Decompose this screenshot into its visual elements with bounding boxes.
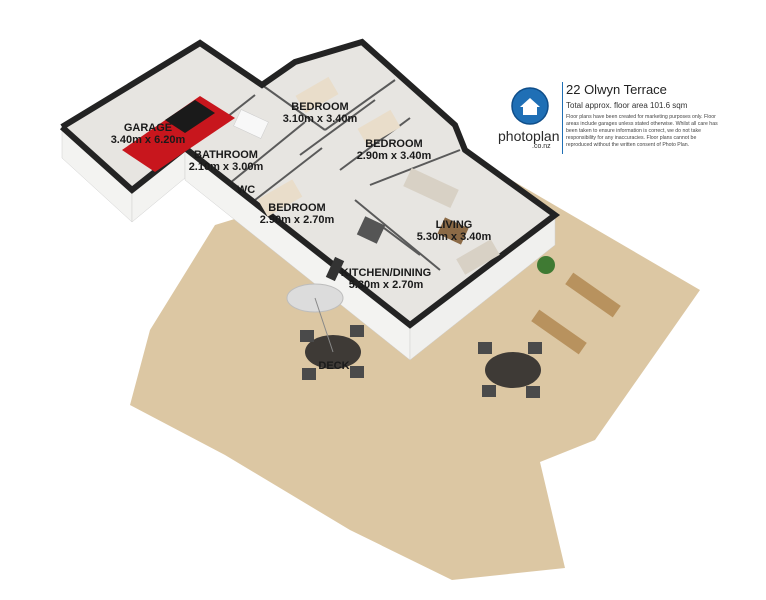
header-divider — [562, 82, 563, 154]
garage-label: GARAGE — [124, 122, 172, 134]
kitchen-label: KITCHEN/DINING — [341, 267, 431, 279]
bench — [565, 272, 621, 318]
wc-label: WC — [237, 184, 255, 196]
bathroom-label: BATHROOM — [194, 149, 258, 161]
house-icon — [511, 87, 549, 125]
car — [122, 96, 235, 172]
disclaimer-text: Floor plans have been created for market… — [566, 114, 718, 148]
floor-area: Total approx. floor area 101.6 sqm — [566, 101, 688, 110]
living-size: 5.30m x 3.40m — [417, 231, 492, 243]
furniture — [233, 76, 500, 282]
deck-label: DECK — [318, 360, 349, 372]
plant — [537, 256, 555, 274]
logo-wordmark: photoplan — [498, 128, 560, 144]
bedroom1-label: BEDROOM — [291, 101, 348, 113]
living-label: LIVING — [436, 219, 473, 231]
bedroom3-size: 2.90m x 2.70m — [260, 214, 335, 226]
property-address: 22 Olwyn Terrace — [566, 82, 667, 97]
outdoor-dining-set — [478, 342, 542, 398]
logo-domain: .co.nz — [532, 143, 551, 150]
bedroom1-size: 3.10m x 3.40m — [283, 113, 358, 125]
bench — [531, 309, 587, 355]
deck-area — [130, 150, 700, 580]
kitchen-size: 5.30m x 2.70m — [349, 279, 424, 291]
bedroom3-label: BEDROOM — [268, 202, 325, 214]
property-header: 22 Olwyn Terrace Total approx. floor are… — [566, 82, 756, 149]
outdoor-dining-set — [286, 283, 364, 380]
garage-size: 3.40m x 6.20m — [111, 134, 186, 146]
bedroom2-label: BEDROOM — [365, 138, 422, 150]
bedroom2-size: 2.90m x 3.40m — [357, 150, 432, 162]
photoplan-logo — [500, 82, 558, 152]
bathroom-size: 2.10m x 3.00m — [189, 161, 264, 173]
